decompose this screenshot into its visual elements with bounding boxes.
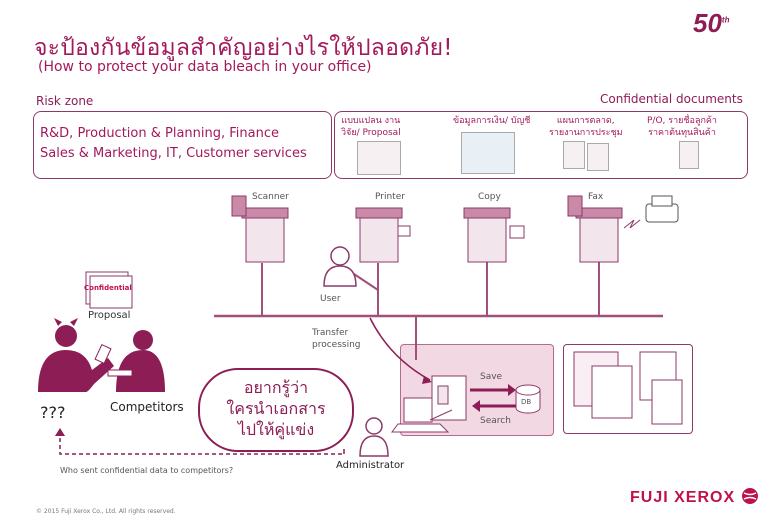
printer-icon [355, 207, 411, 263]
bubble-line-1: อยากรู้ว่า [243, 378, 309, 397]
marketing-doc-icon [563, 141, 585, 169]
database-icon [515, 384, 541, 414]
meeting-doc-icon [587, 143, 609, 171]
risk-zone-label: Risk zone [36, 94, 94, 108]
user-label: User [320, 294, 341, 304]
save-label: Save [480, 372, 503, 382]
competitor-silhouette-icon [38, 318, 114, 392]
risk-zone-box: R&D, Production & Planning, Finance Sale… [33, 111, 332, 179]
confidential-stamp: Confidential [84, 284, 132, 292]
copyright: © 2015 Fuji Xerox Co., Ltd. All rights r… [36, 508, 176, 515]
competitor-person-icon [107, 330, 165, 392]
confidential-documents-label: Confidential documents [600, 92, 743, 106]
doc-label-4: P/O, รายชื่อลูกค้าราคาต้นทุนสินค้า [647, 116, 717, 138]
laptop-icon [391, 397, 450, 433]
risk-zone-line-1: R&D, Production & Planning, Finance [40, 126, 280, 141]
scanner-icon [231, 195, 289, 263]
anniversary-logo: 50th [693, 8, 730, 38]
bubble-line-2: ใครนำเอกสาร [226, 399, 326, 418]
fax-device-icon [567, 195, 679, 263]
copy-label: Copy [478, 192, 501, 202]
page-title-english: (How to protect your data bleach in your… [38, 59, 372, 75]
doc-label-3: แผนการตลาด,รายงานการประชุม [549, 116, 623, 138]
proposal-label: Proposal [88, 310, 131, 321]
administrator-label: Administrator [336, 460, 405, 471]
fax-label: Fax [588, 192, 604, 202]
doc-label-2: ข้อมูลการเงิน/ บัญชี [453, 116, 531, 126]
competitors-label: Competitors [110, 400, 184, 414]
transfer-arrow [369, 317, 431, 381]
search-label: Search [480, 416, 511, 426]
unknown-sender-label: ??? [40, 403, 66, 422]
fuji-xerox-logo: FUJI XEROX [630, 487, 759, 507]
proposal-document-icon [85, 271, 133, 309]
blueprint-doc-icon [357, 141, 401, 175]
xerox-ball-icon [741, 488, 758, 504]
db-label: DB [521, 398, 532, 406]
po-doc-icon [679, 141, 699, 169]
finance-doc-icon [461, 132, 515, 174]
copier-icon [463, 207, 525, 263]
scanner-label: Scanner [252, 192, 289, 202]
question-caption: Who sent confidential data to competitor… [60, 466, 234, 475]
administrator-icon [359, 417, 389, 457]
speech-bubble: อยากรู้ว่า ใครนำเอกสาร ไปให้คู่แข่ง [198, 368, 354, 452]
doc-label-1: แบบแปลน งานวิจัย/ Proposal [341, 116, 401, 138]
server-icon [431, 375, 467, 421]
printer-label: Printer [375, 192, 405, 202]
user-icon [323, 246, 357, 287]
bubble-line-3: ไปให้คู่แข่ง [237, 420, 315, 439]
page-title-thai: จะป้องกันข้อมูลสำคัญอย่างไรให้ปลอดภัย! [34, 35, 453, 61]
risk-zone-line-2: Sales & Marketing, IT, Customer services [40, 146, 307, 161]
confidential-documents-box: แบบแปลน งานวิจัย/ Proposal ข้อมูลการเงิน… [334, 111, 748, 179]
dashed-trace-line [59, 434, 345, 455]
